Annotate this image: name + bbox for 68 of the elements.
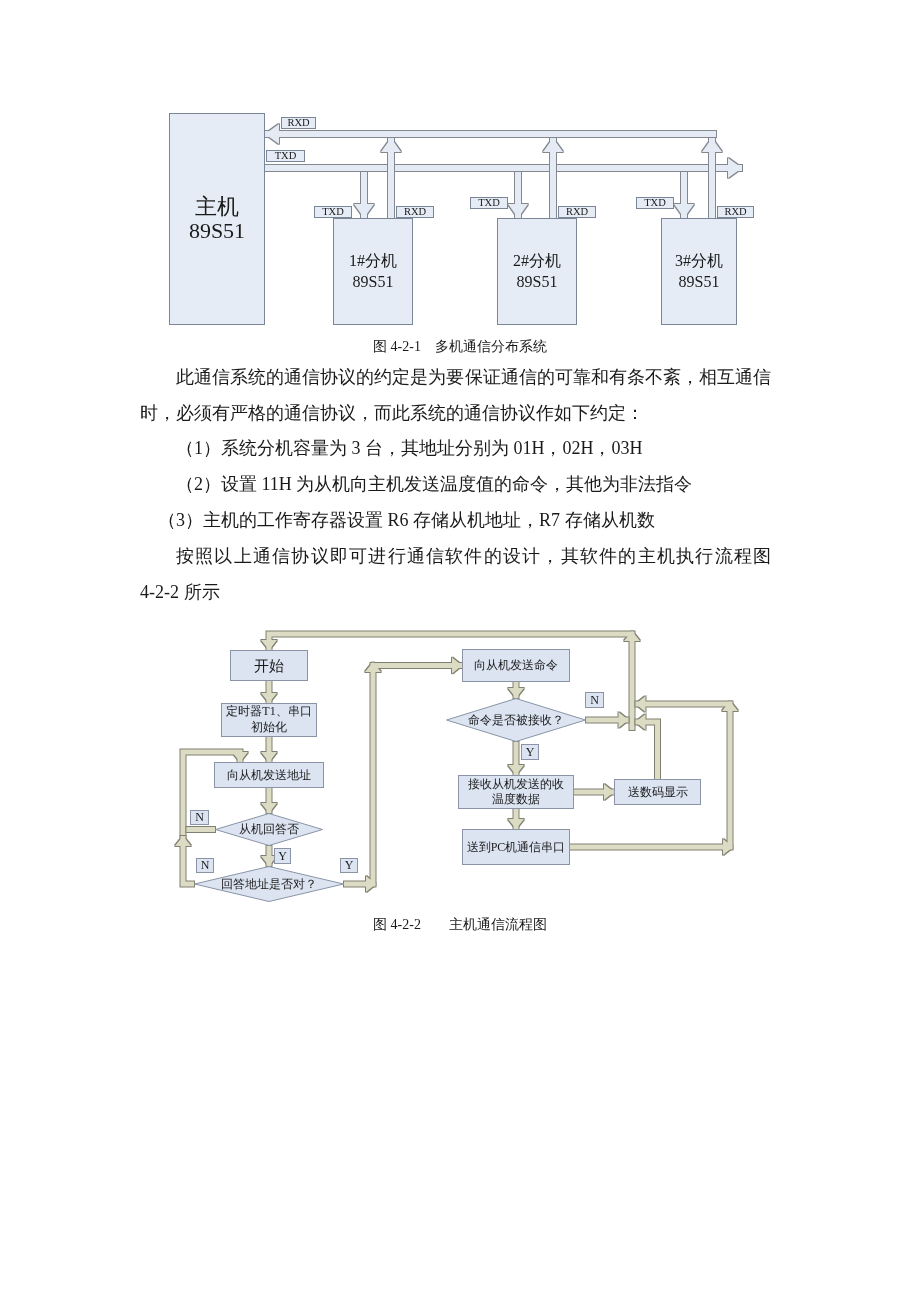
flow-arrow bbox=[508, 742, 524, 775]
slave-unit-box bbox=[661, 218, 737, 325]
signal-label: TXD bbox=[314, 206, 352, 218]
list-item-text: （2）设置 11H 为从机向主机发送温度值的命令，其他为非法指令 bbox=[176, 473, 693, 496]
process-box bbox=[214, 762, 324, 788]
figure-caption: 图 4-2-2 主机通信流程图 bbox=[373, 916, 547, 934]
signal-label: TXD bbox=[266, 150, 305, 162]
edge-label: N bbox=[190, 810, 209, 825]
host-unit-box bbox=[169, 113, 265, 325]
flow-arrow bbox=[180, 749, 248, 836]
node-label: 3#分机 89S51 bbox=[674, 250, 724, 292]
paragraph-text: 按照以上通信协议即可进行通信软件的设计，其软件的主机执行流程图4-2-2 所示 bbox=[140, 545, 771, 604]
signal-arrow bbox=[265, 124, 716, 144]
node-label: 送数码显示 bbox=[627, 784, 688, 800]
signal-label: TXD bbox=[470, 197, 508, 209]
flow-arrow bbox=[586, 712, 629, 728]
flow-arrow bbox=[261, 631, 640, 730]
signal-label: RXD bbox=[717, 206, 754, 218]
slave-unit-box bbox=[333, 218, 413, 325]
node-label: 命令是否被接收？ bbox=[468, 712, 564, 728]
node-label: 从机回答否 bbox=[239, 822, 299, 837]
figure-caption: 图 4-2-1 多机通信分布系统 bbox=[373, 338, 547, 356]
slave-unit-box bbox=[497, 218, 577, 325]
process-box bbox=[458, 775, 574, 809]
node-label: 开始 bbox=[254, 656, 284, 675]
flow-arrow bbox=[261, 737, 277, 762]
signal-arrow bbox=[543, 138, 563, 218]
signal-arrow bbox=[381, 138, 401, 218]
flow-arrow bbox=[508, 809, 524, 829]
flow-arrow bbox=[570, 696, 738, 855]
signal-label: RXD bbox=[281, 117, 316, 129]
signal-arrow bbox=[674, 172, 694, 218]
flow-arrow bbox=[635, 714, 660, 779]
process-box bbox=[462, 649, 570, 682]
node-label: 主机 89S51 bbox=[187, 194, 247, 244]
edge-label: Y bbox=[340, 858, 358, 873]
flow-arrow bbox=[261, 681, 277, 703]
node-label: 送到PC机通信串口 bbox=[466, 839, 566, 855]
edge-label: Y bbox=[521, 744, 539, 760]
signal-arrow bbox=[265, 158, 742, 178]
node-label: 定时器T1、串口初始化 bbox=[225, 704, 313, 736]
edge-label: N bbox=[196, 858, 214, 873]
flow-arrow bbox=[175, 836, 194, 887]
signal-label: TXD bbox=[636, 197, 674, 209]
flow-arrow bbox=[508, 682, 524, 698]
flow-arrow bbox=[261, 788, 277, 813]
node-label: 向从机发送地址 bbox=[227, 767, 311, 783]
node-label: 1#分机 89S51 bbox=[348, 250, 398, 292]
signal-arrow bbox=[702, 138, 722, 218]
process-box bbox=[462, 829, 570, 865]
flow-arrow bbox=[574, 784, 614, 800]
list-item-text: （1）系统分机容量为 3 台，其地址分别为 01H，02H，03H bbox=[176, 437, 643, 460]
paragraph-text: 此通信系统的通信协议的约定是为要保证通信的可靠和有条不紊，相互通信时，必须有严格的通信协议，而此系统的通信协议作如下约定： bbox=[140, 366, 771, 425]
node-label: 接收从机发送的收温度数据 bbox=[467, 777, 565, 807]
node-label: 回答地址是否对？ bbox=[221, 876, 317, 892]
signal-label: RXD bbox=[558, 206, 596, 218]
flow-arrow bbox=[344, 657, 462, 892]
process-box bbox=[614, 779, 701, 805]
edge-label: N bbox=[585, 692, 604, 708]
node-label: 向从机发送命令 bbox=[474, 658, 558, 673]
list-item-text: （3）主机的工作寄存器设置 R6 存储从机地址，R7 存储从机数 bbox=[158, 509, 655, 532]
flow-arrow bbox=[261, 846, 277, 866]
signal-label: RXD bbox=[396, 206, 434, 218]
signal-arrow bbox=[508, 172, 528, 218]
start-box bbox=[230, 650, 308, 681]
node-label: 2#分机 89S51 bbox=[512, 250, 562, 292]
signal-arrow bbox=[354, 172, 374, 218]
edge-label: Y bbox=[274, 848, 291, 864]
